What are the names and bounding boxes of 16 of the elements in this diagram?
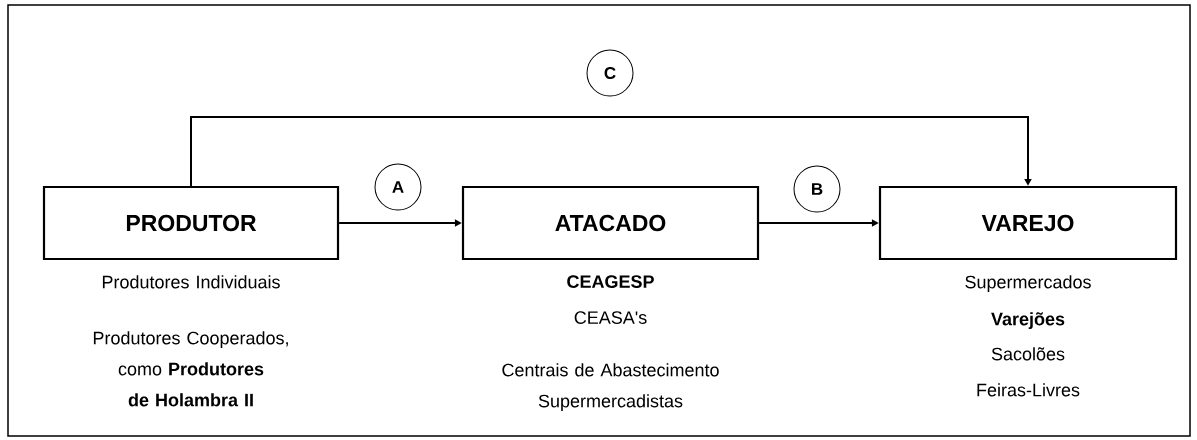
- edge-label: C: [586, 49, 634, 97]
- arrow: [190, 116, 1032, 187]
- description-text: Produtores Individuais: [102, 275, 280, 289]
- description-text: Produtores Cooperados, como Produtores de Holambra II: [93, 331, 288, 407]
- description-text: Sacolões: [991, 347, 1065, 361]
- edge-label: B: [793, 165, 841, 213]
- description-text: Feiras-Livres: [977, 383, 1080, 397]
- description-text: Varejões: [991, 312, 1065, 329]
- process-box: ATACADO: [461, 185, 760, 261]
- edge-label: A: [374, 163, 422, 211]
- process-box: PRODUTOR: [42, 185, 340, 261]
- description-text: CEASA's: [574, 311, 647, 324]
- description-text: CEAGESP: [567, 275, 654, 288]
- process-box: VAREJO: [878, 185, 1178, 261]
- description-text: Supermercados: [965, 275, 1091, 292]
- description-text: Centrais de Abastecimento Supermercadistas: [502, 363, 719, 411]
